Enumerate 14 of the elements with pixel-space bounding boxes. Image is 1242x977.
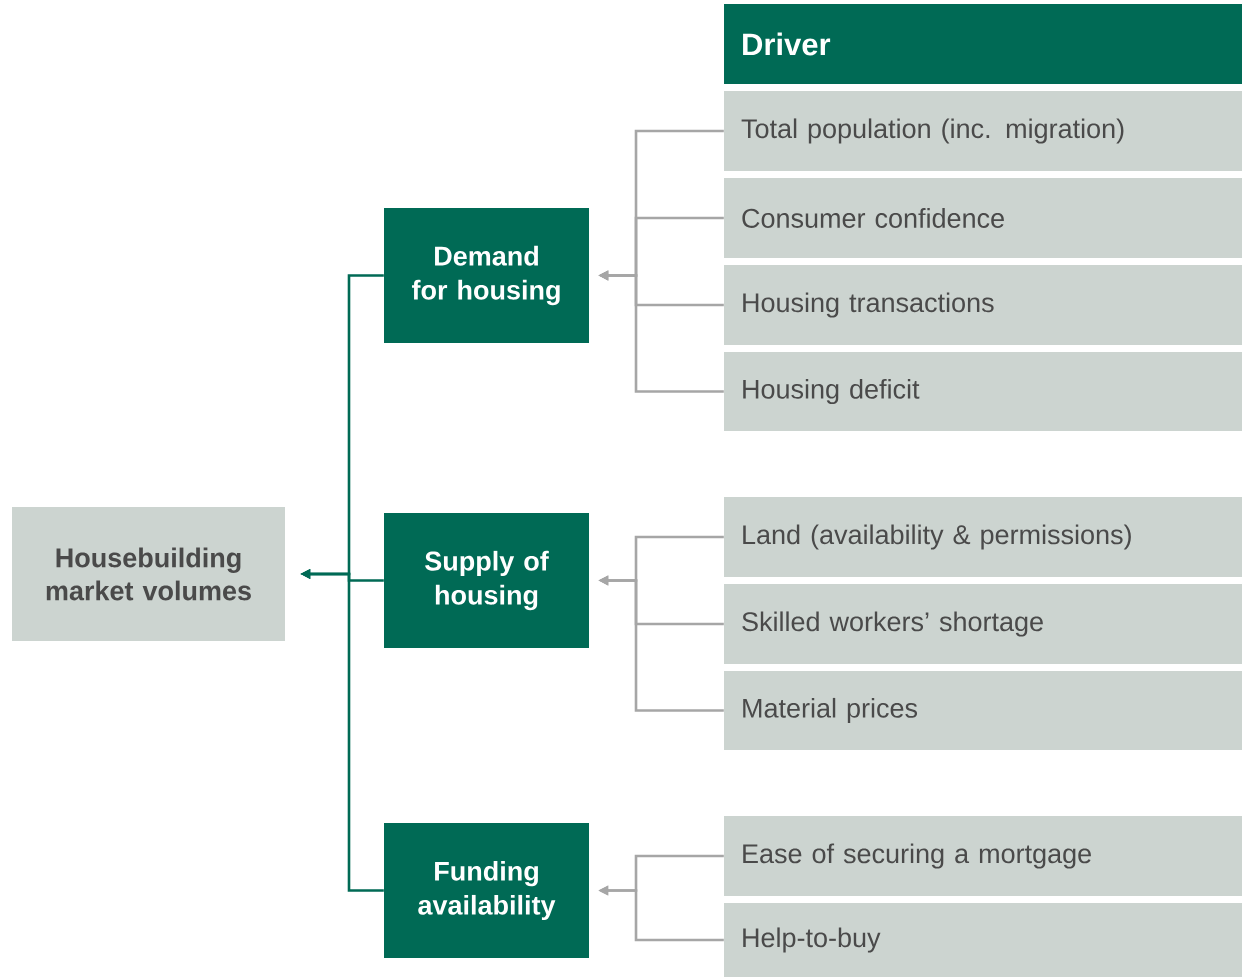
driver-row: Help-to-buy [724,903,1242,977]
driver-row: Housing transactions [724,265,1242,345]
driver-row: Land (availability & permissions) [724,497,1242,577]
factor-box: Supply of housing [384,513,589,648]
driver-row: Material prices [724,671,1242,750]
driver-row: Ease of securing a mortgage [724,816,1242,896]
header-cell: Driver [724,4,1242,84]
factor-box: Funding availability [384,823,589,958]
driver-row: Housing deficit [724,352,1242,431]
driver-row: Total population (inc. migration) [724,91,1242,171]
factor-box: Demand for housing [384,208,589,343]
driver-row: Consumer confidence [724,178,1242,258]
result-box: Housebuilding market volumes [12,507,285,641]
driver-row: Skilled workers’ shortage [724,584,1242,664]
